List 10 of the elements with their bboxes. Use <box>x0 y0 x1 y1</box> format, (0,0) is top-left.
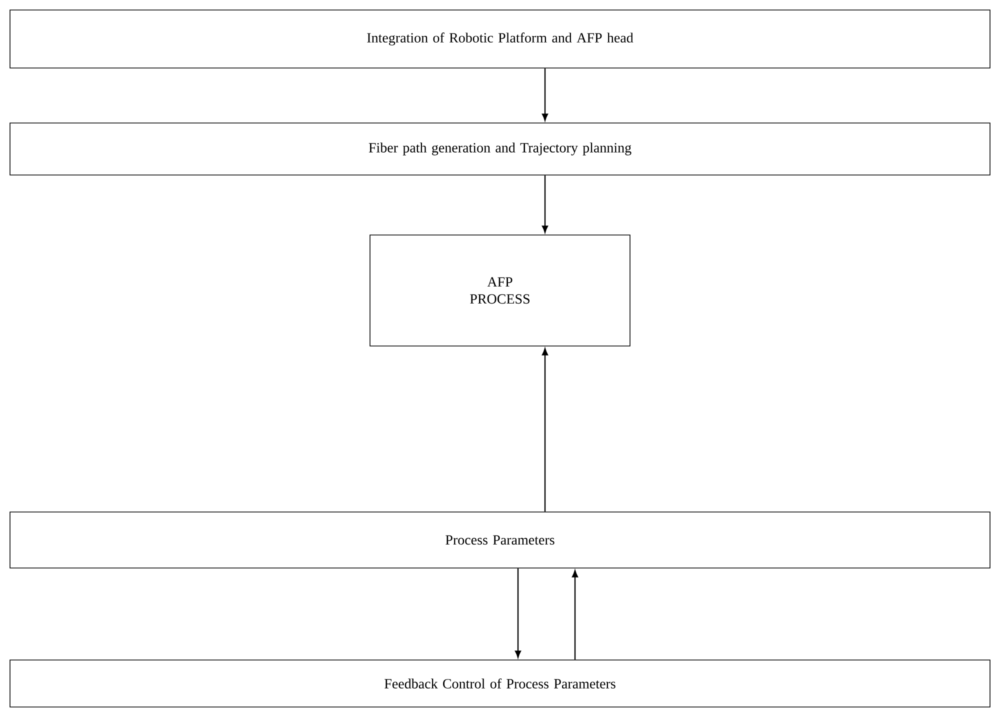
arrow <box>542 68 548 121</box>
arrow <box>542 348 548 512</box>
process-box: AFP PROCESS <box>370 234 630 346</box>
process-box: Process Parameters <box>10 512 990 568</box>
arrow <box>542 175 548 233</box>
arrow <box>572 570 578 660</box>
process-box: Integration of Robotic Platform and AFP head <box>10 10 990 68</box>
arrow <box>514 568 522 658</box>
process-box: Feedback Control of Process Parameters <box>10 660 990 708</box>
process-box: Fiber path generation and Trajectory planning <box>10 122 990 176</box>
